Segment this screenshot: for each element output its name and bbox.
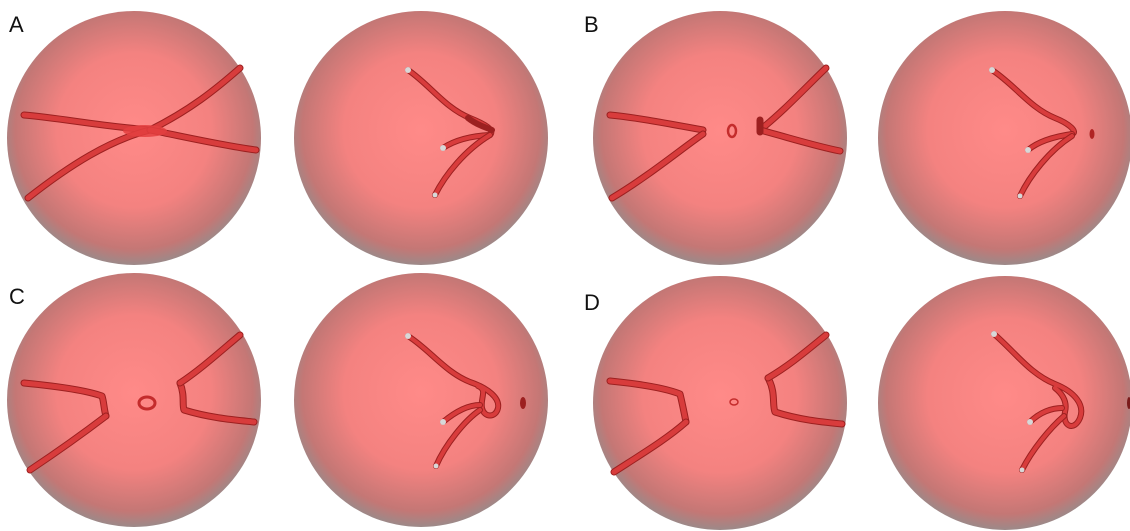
strand-network-c-side [405,333,526,469]
strand-network-b-side [989,67,1095,199]
panel-d [593,276,1130,530]
sphere-a-front-view [7,11,261,265]
sphere-c-side-view [294,273,548,527]
strand-network-c-front [20,331,258,474]
panel-label-b: B [584,12,599,37]
panel-label-c: C [9,284,25,309]
sphere-b-front-view [593,11,847,265]
panel-label-d: D [584,290,600,315]
panel-c [7,273,548,527]
sphere-d-front-view [593,276,847,530]
sphere-c-front-view [7,273,261,527]
panel-a [7,11,548,265]
strand-network-d-side [991,331,1130,473]
strand-network-d-front [606,331,846,476]
sphere-a-side-view [294,11,548,265]
strand-network-a-front [20,64,260,202]
sphere-b-side-view [878,11,1130,265]
strand-network-a-side [405,67,495,198]
strand-network-b-front [606,64,844,202]
panel-b [593,11,1130,265]
sphere-d-side-view [878,276,1130,530]
panel-label-a: A [9,12,24,37]
